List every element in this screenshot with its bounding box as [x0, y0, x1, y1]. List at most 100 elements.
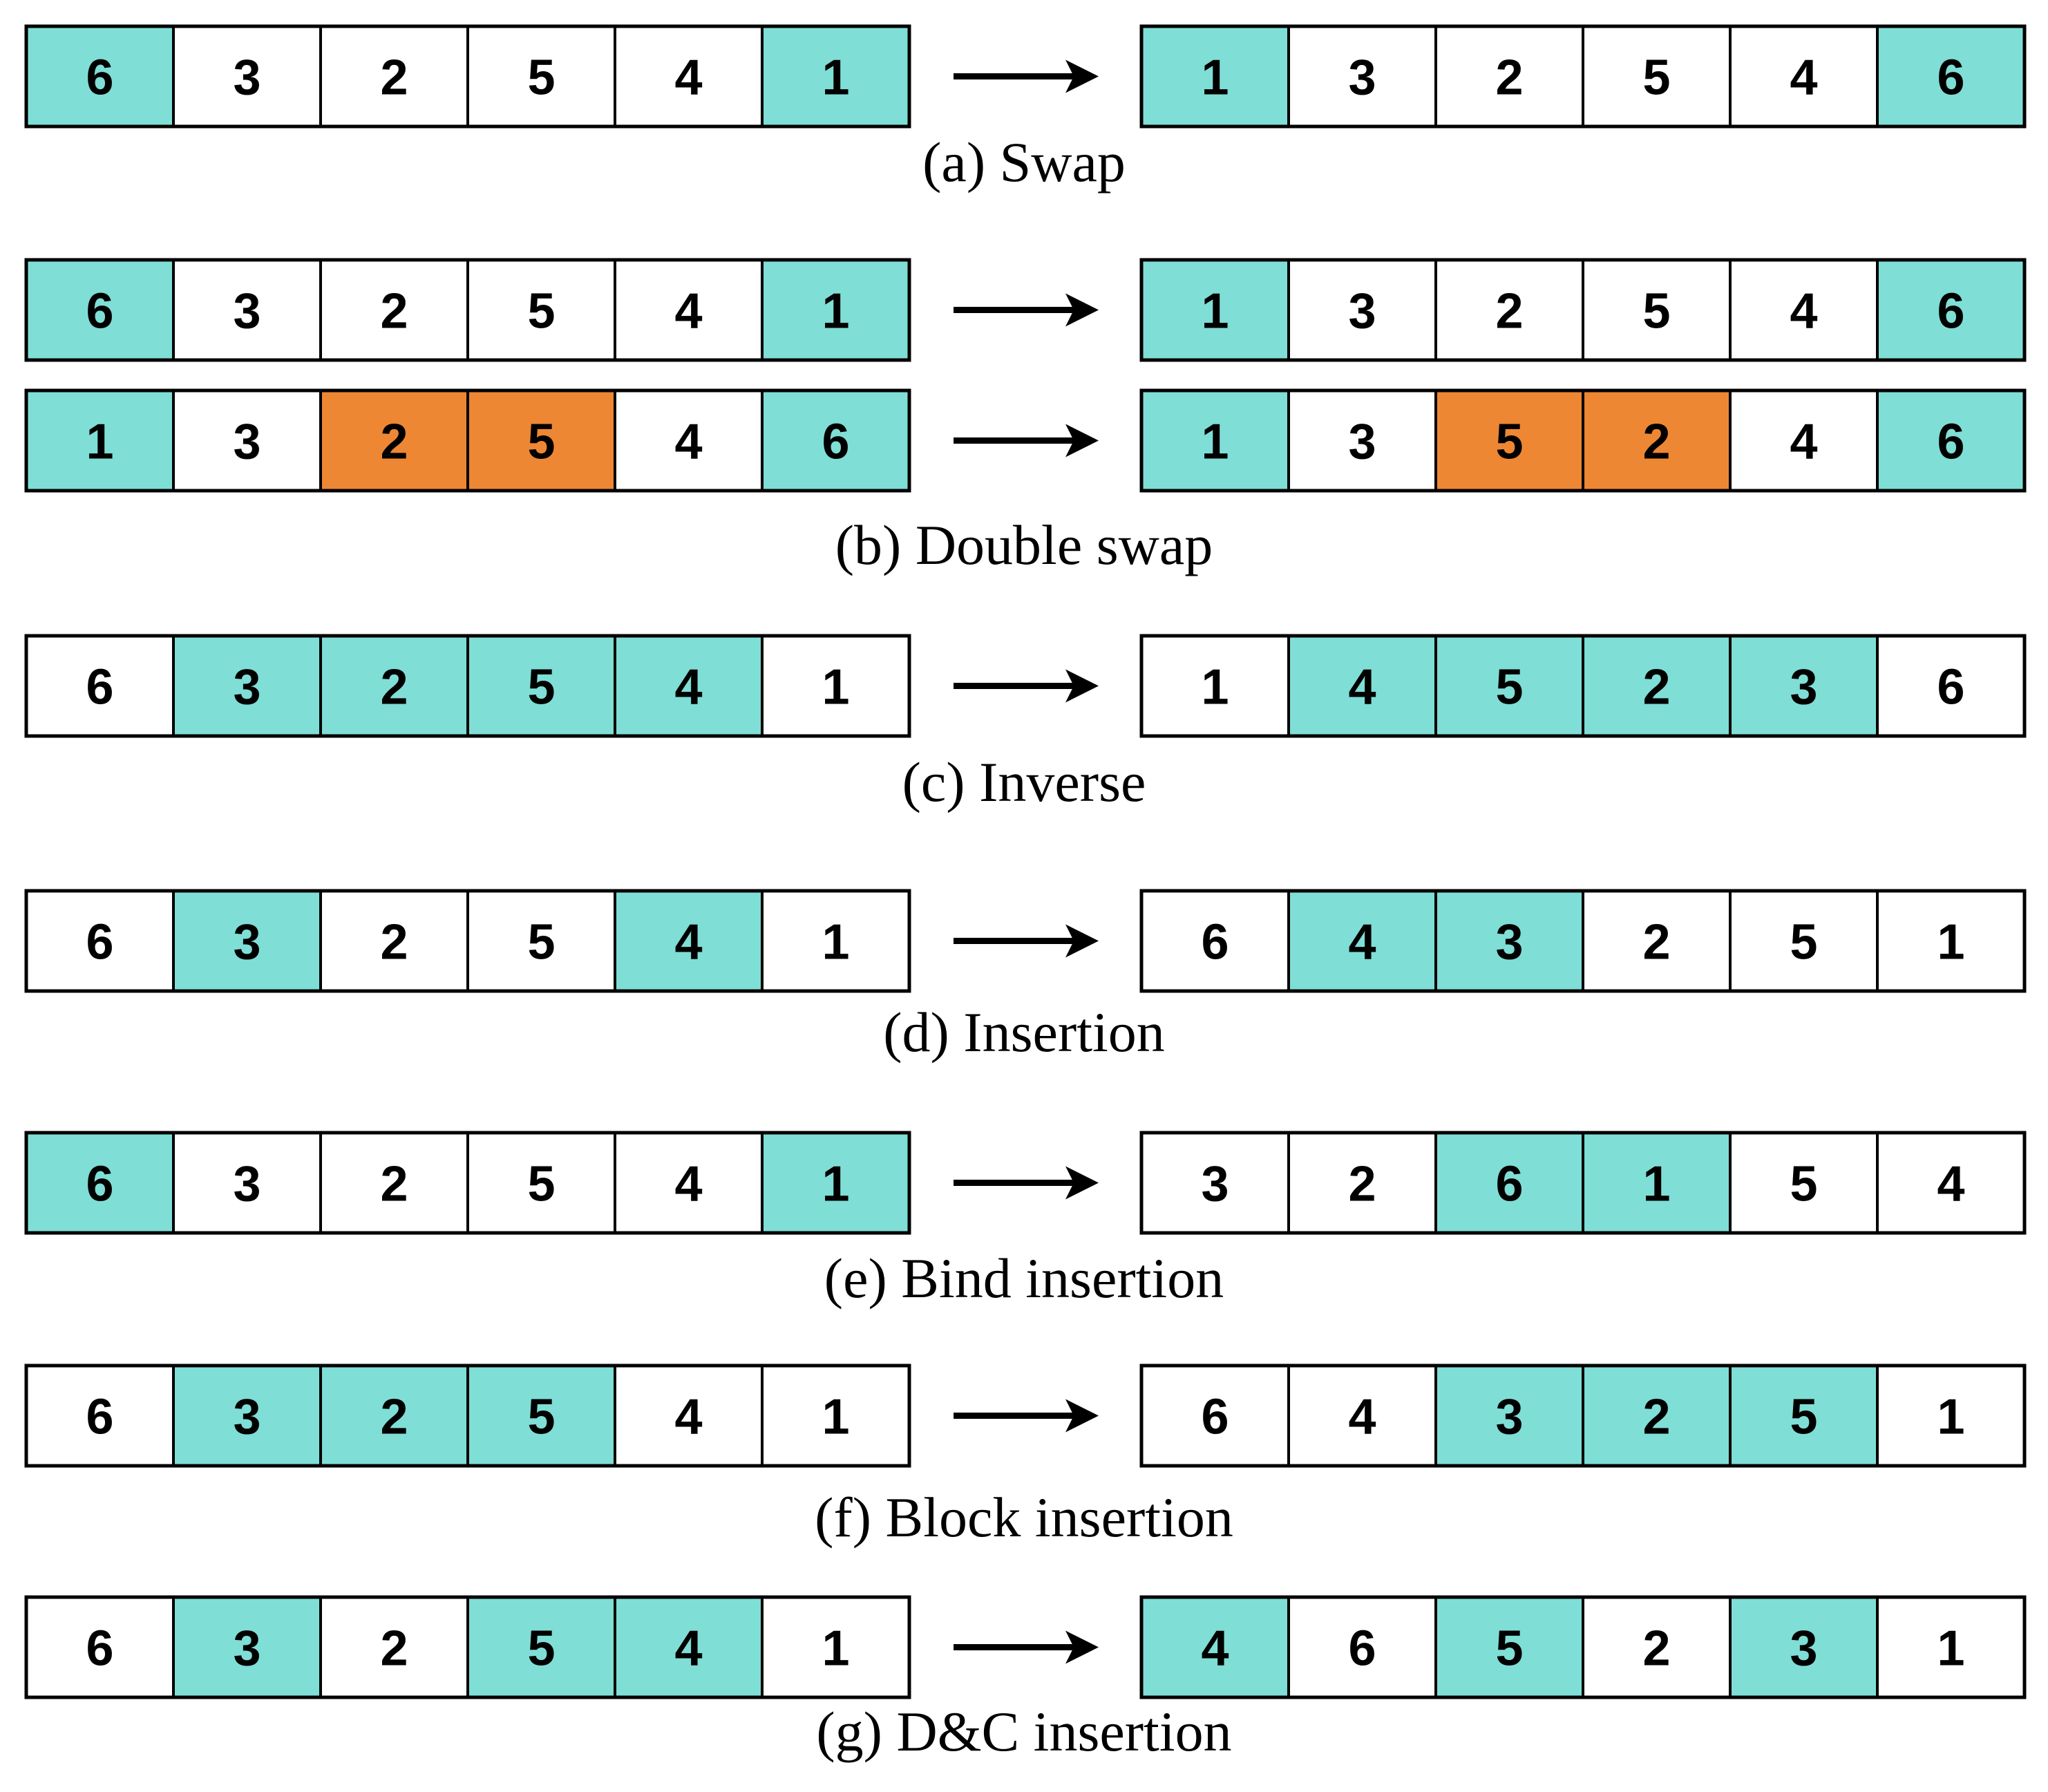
transform-arrow [954, 59, 1099, 93]
panel-caption: (a) Swap [922, 131, 1126, 194]
cell-value: 5 [1642, 50, 1670, 106]
cell-box [1287, 1596, 1437, 1699]
cell-box [25, 889, 175, 992]
sequence-cell: 2 [1287, 1131, 1437, 1234]
cell-box [319, 1596, 469, 1699]
cell-box [1729, 389, 1879, 492]
sequence-cell: 1 [1582, 1131, 1732, 1234]
sequence-cell: 3 [172, 258, 322, 361]
sequence-frame [1139, 634, 2027, 738]
cell-value: 3 [233, 660, 260, 715]
sequence-cell: 5 [1434, 1596, 1584, 1699]
cell-box [172, 389, 322, 492]
cell-value: 6 [86, 1390, 113, 1445]
sequence-cell: 1 [1876, 889, 2026, 992]
cell-value: 2 [380, 915, 408, 970]
cell-value: 3 [1348, 50, 1376, 106]
sequence-frame [1139, 258, 2027, 362]
sequence-cell: 3 [1287, 25, 1437, 128]
cell-box [466, 258, 616, 361]
sequence-cell: 5 [1434, 389, 1584, 492]
cell-value: 3 [233, 1390, 260, 1445]
sequence-cell: 2 [1582, 634, 1732, 737]
cell-value: 2 [380, 284, 408, 339]
sequence-cell: 6 [25, 889, 175, 992]
sequence-cell: 3 [1287, 258, 1437, 361]
sequence-cell: 1 [761, 1596, 911, 1699]
cell-value: 6 [1937, 284, 1964, 339]
cell-box [172, 1364, 322, 1467]
sequence-cell: 3 [172, 25, 322, 128]
cell-value: 5 [527, 50, 555, 106]
sequence-cell: 5 [466, 1364, 616, 1467]
sequence-cell: 1 [1876, 1364, 2026, 1467]
cell-value: 1 [1937, 915, 1964, 970]
cell-value: 3 [1348, 415, 1376, 470]
sequence-cell: 4 [1729, 25, 1879, 128]
sequence-cell: 4 [1729, 389, 1879, 492]
cell-value: 2 [380, 660, 408, 715]
cell-value: 2 [1642, 1390, 1670, 1445]
cell-value: 4 [674, 915, 702, 970]
cell-value: 3 [1495, 915, 1523, 970]
cell-value: 3 [233, 1157, 260, 1212]
sequence-cell: 3 [1287, 389, 1437, 492]
cell-value: 1 [1201, 284, 1229, 339]
sequence-cell: 5 [1582, 25, 1732, 128]
cell-value: 1 [1642, 1157, 1670, 1212]
cell-box [761, 258, 911, 361]
cell-box [172, 889, 322, 992]
sequence-cell: 6 [761, 389, 911, 492]
cell-value: 6 [1348, 1621, 1376, 1677]
sequence-frame [24, 24, 911, 129]
cell-value: 5 [527, 284, 555, 339]
cell-value: 5 [527, 1621, 555, 1677]
cell-value: 4 [1201, 1621, 1229, 1677]
cell-value: 5 [1790, 1390, 1817, 1445]
sequence-cell: 5 [1729, 889, 1879, 992]
cell-value: 4 [1348, 915, 1376, 970]
cell-value: 1 [1201, 50, 1229, 106]
cell-value: 5 [1642, 284, 1670, 339]
cell-box [466, 1364, 616, 1467]
cell-box [319, 889, 469, 992]
sequence-cell: 6 [25, 1131, 175, 1234]
cell-box [1287, 1131, 1437, 1234]
sequence-cell: 2 [319, 1131, 469, 1234]
sequence-cell: 6 [25, 25, 175, 128]
cell-box [466, 889, 616, 992]
sequence-cell: 2 [319, 1364, 469, 1467]
sequence-cell: 3 [172, 1131, 322, 1234]
sequence-cell: 3 [172, 1364, 322, 1467]
cell-value: 5 [527, 660, 555, 715]
cell-value: 5 [1790, 1157, 1817, 1212]
cell-value: 1 [1201, 415, 1229, 470]
cell-value: 3 [1790, 660, 1817, 715]
cell-value: 2 [380, 1621, 408, 1677]
sequence-cell: 1 [761, 25, 911, 128]
cell-value: 5 [1495, 660, 1523, 715]
cell-value: 6 [1201, 1390, 1229, 1445]
sequence-cell: 4 [1287, 634, 1437, 737]
cell-value: 3 [233, 50, 260, 106]
sequence-cell: 2 [319, 389, 469, 492]
cell-value: 6 [1937, 415, 1964, 470]
transform-arrow [954, 924, 1099, 958]
cell-box [761, 889, 911, 992]
cell-box [1140, 258, 1290, 361]
sequence-frame [1139, 1364, 2027, 1468]
cell-box [1140, 1131, 1290, 1234]
sequence-cell: 2 [319, 889, 469, 992]
